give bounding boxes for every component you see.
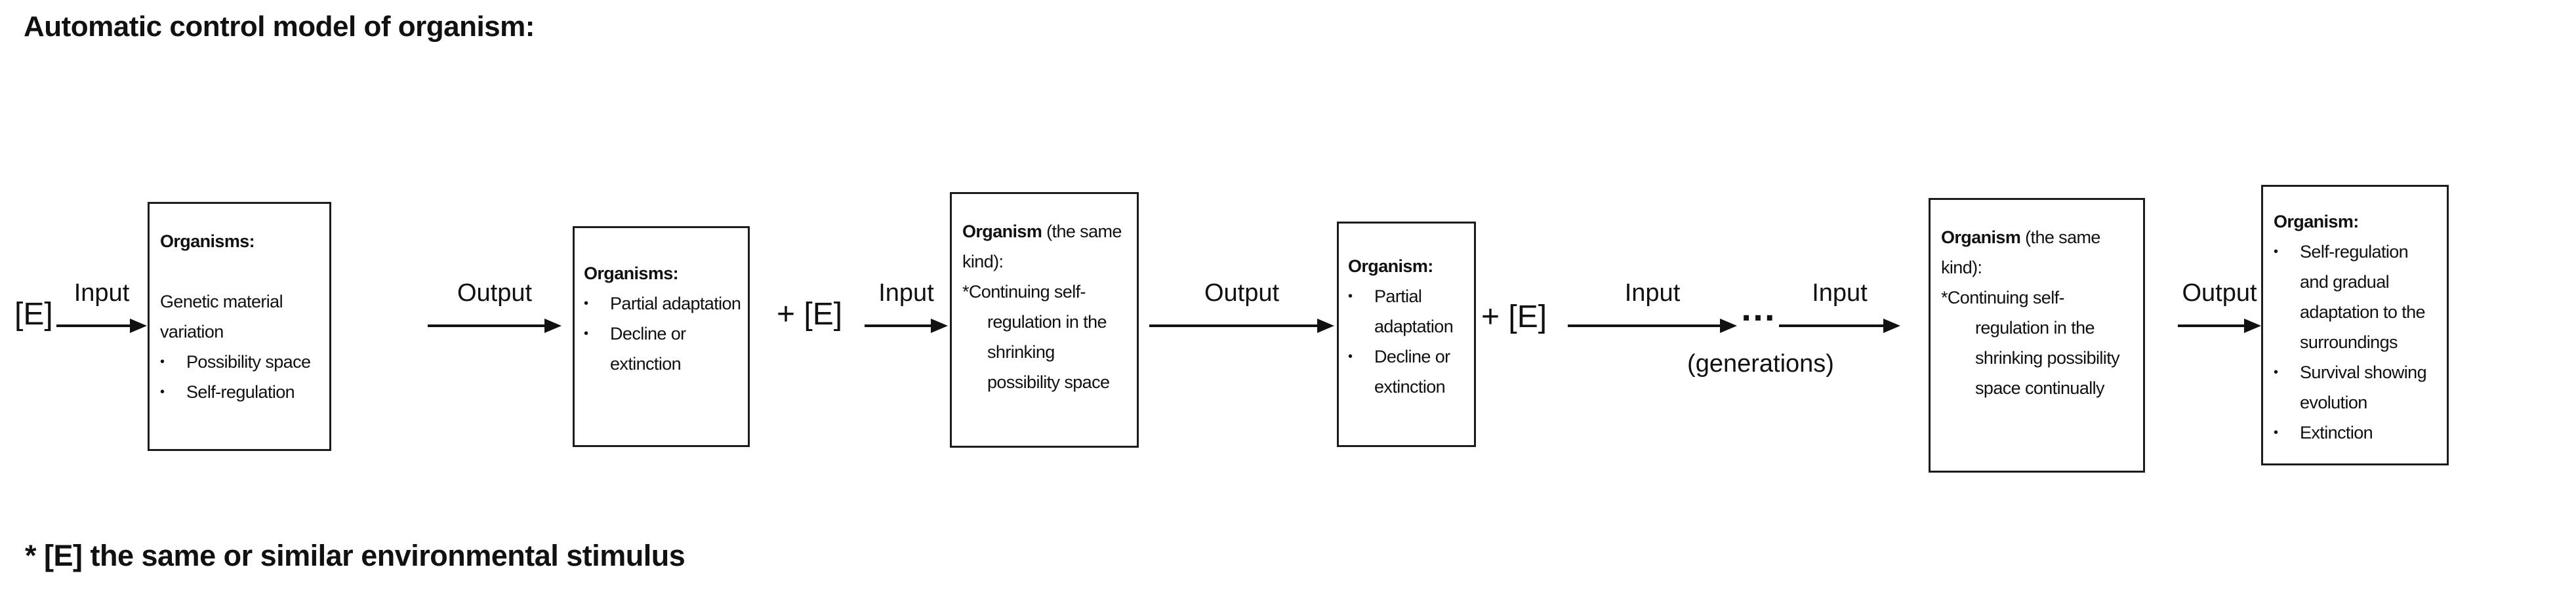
bullet-item: • Possibility space (160, 347, 323, 377)
box-heading-suffix: (the same kind): (962, 222, 1122, 271)
box-heading-line: Organism (the same kind): (1941, 222, 2136, 283)
bullet-text: Survival showing evolution (2300, 362, 2427, 412)
box-heading: Organism: (2274, 212, 2359, 231)
box-heading: Organism (962, 222, 1042, 241)
output-arrow-2: Output (1149, 278, 1334, 343)
bullet-marker: • (1348, 289, 1353, 304)
output-arrow-3: Output (2178, 278, 2261, 343)
bullet-item: • Self-regulation (160, 377, 323, 407)
box-heading-line: Organism (the same kind): (962, 216, 1130, 277)
box-organism-same-kind-1: Organism (the same kind): *Continuing se… (950, 192, 1139, 448)
box-body-text: Genetic material variation (160, 292, 283, 342)
arrow-label-input-1: Input (73, 279, 130, 307)
arrow-head-icon (544, 319, 562, 333)
bullet-text: Partial adaptation (610, 294, 741, 313)
footnote-e-definition: * [E] the same or similar environmental … (25, 539, 685, 572)
bullet-item: • Decline or extinction (1348, 342, 1467, 402)
diagram-title: Automatic control model of organism: (24, 10, 535, 43)
e-stimulus-label: [E] (14, 297, 53, 332)
box-organism-final: Organism: • Self-regulation and gradual … (2261, 185, 2449, 465)
plus-e-stimulus-label-2: + [E] (1481, 300, 1547, 334)
bullet-marker: • (584, 296, 588, 311)
box-organisms-result-1: Organisms: • Partial adaptation • Declin… (573, 226, 750, 447)
box-heading: Organisms: (160, 231, 255, 251)
bullet-text: Self-regulation and gradual adaptation t… (2300, 242, 2426, 352)
arrow-label-input-3: Input (1624, 279, 1681, 307)
arrow-label-input-2: Input (878, 279, 934, 307)
bullet-text: Decline or extinction (1374, 347, 1450, 397)
plus-e-stimulus-label-1: + [E] (777, 297, 843, 332)
bullet-item: • Partial adaptation (584, 288, 741, 319)
bullet-text: Partial adaptation (1374, 286, 1454, 336)
bullet-marker: • (2274, 425, 2278, 440)
box-note-text: *Continuing self-regulation in the shrin… (962, 282, 1110, 392)
box-organisms-initial: Organisms: Genetic material variation • … (148, 202, 331, 451)
bullet-marker: • (160, 355, 165, 369)
input-arrow-2: Input (865, 278, 948, 343)
input-arrow-1: Input (56, 278, 147, 343)
arrow-head-icon (1720, 319, 1737, 333)
bullet-marker: • (2274, 365, 2278, 380)
arrow-shaft (56, 324, 133, 327)
bullet-item: • Extinction (2274, 418, 2440, 448)
arrow-shaft (1149, 324, 1320, 327)
box-heading-suffix: (the same kind): (1941, 227, 2100, 277)
arrow-shaft (1779, 324, 1886, 327)
arrow-shaft (865, 324, 933, 327)
bullet-item: • Partial adaptation (1348, 281, 1467, 342)
output-arrow-1: Output (428, 278, 562, 343)
bullet-marker: • (584, 326, 588, 341)
arrow-head-icon (1317, 319, 1334, 333)
generations-ellipsis: … (1740, 287, 1776, 328)
generations-caption: (generations) (1687, 350, 1834, 378)
bullet-item: • Survival showing evolution (2274, 357, 2440, 418)
arrow-shaft (428, 324, 547, 327)
arrow-shaft (1568, 324, 1723, 327)
arrow-head-icon (1883, 319, 1900, 333)
bullet-item: • Decline or extinction (584, 319, 741, 379)
box-organism-same-kind-2: Organism (the same kind): *Continuing se… (1929, 198, 2145, 473)
bullet-marker: • (1348, 349, 1353, 364)
arrow-label-output-2: Output (1204, 279, 1280, 307)
arrow-head-icon (931, 319, 948, 333)
box-note-text: *Continuing self-regulation in the shrin… (1941, 288, 2120, 398)
arrow-shaft (2178, 324, 2247, 327)
arrow-head-icon (130, 319, 147, 333)
input-arrow-3: Input (1568, 278, 1737, 343)
arrow-label-output-3: Output (2182, 279, 2257, 307)
blank-line (160, 256, 323, 286)
input-arrow-4: Input (1779, 278, 1900, 343)
arrow-label-output-1: Output (457, 279, 533, 307)
arrow-label-input-4: Input (1812, 279, 1868, 307)
bullet-marker: • (160, 385, 165, 399)
bullet-text: Extinction (2300, 423, 2373, 442)
box-heading: Organism (1941, 227, 2021, 247)
bullet-text: Self-regulation (186, 382, 295, 402)
bullet-text: Decline or extinction (610, 324, 686, 374)
box-heading: Organisms: (584, 264, 679, 283)
bullet-marker: • (2274, 245, 2278, 259)
bullet-text: Possibility space (186, 352, 311, 372)
arrow-head-icon (2244, 319, 2261, 333)
box-heading: Organism: (1348, 256, 1433, 276)
bullet-item: • Self-regulation and gradual adaptation… (2274, 237, 2440, 357)
box-organism-result-2: Organism: • Partial adaptation • Decline… (1337, 222, 1476, 447)
